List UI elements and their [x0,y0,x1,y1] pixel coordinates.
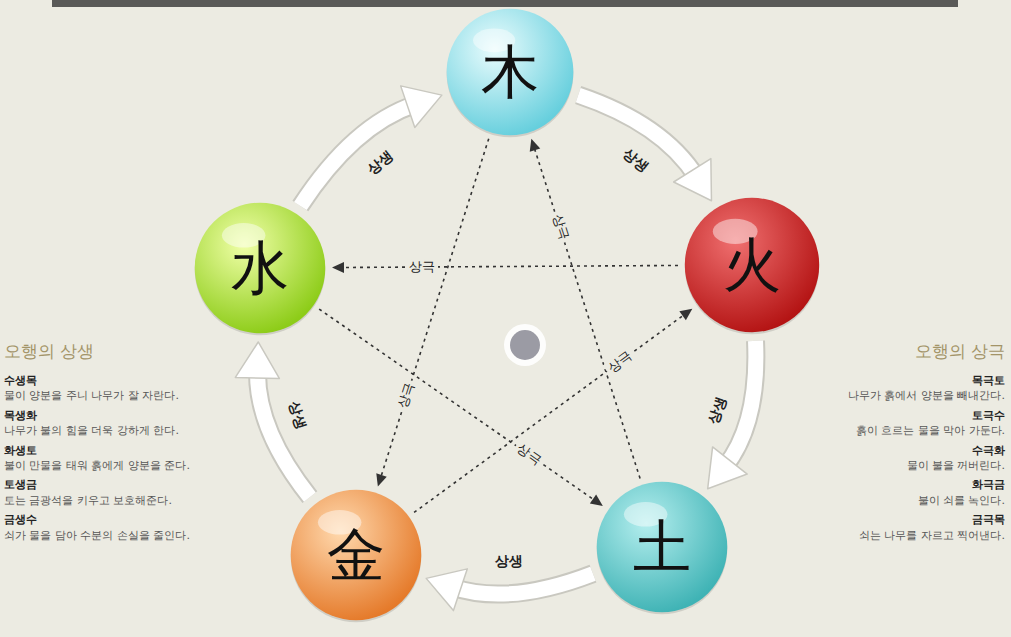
generating-arrow [578,95,711,201]
edge-label: 상생 [285,396,311,433]
controlling-arrow [414,309,692,513]
item-title: 목생화 [4,408,232,423]
top-bar [52,0,958,7]
controlling-arrow [332,262,678,273]
element-circle: 木 [444,6,576,138]
item-title: 화생토 [4,443,232,458]
item-text: 불이 만물을 태워 흙에게 양분을 준다. [4,458,232,473]
element-char: 木 [444,6,576,138]
item-text: 토는 금광석을 키우고 보호해준다. [4,493,232,508]
generating-arrow [426,569,593,611]
element-char: 土 [594,479,730,615]
edge-label: 상생 [618,143,655,177]
text-panel: 오행의 상극목극토나무가 흙에서 양분을 빼내간다. 토극수흙이 흐르는 물을 막… [790,340,1005,547]
edge-label: 상생 [361,145,398,179]
center-dot [510,330,540,360]
item-title: 금생수 [4,512,232,527]
item-text: 나무가 흙에서 양분을 빼내간다. [790,388,1005,403]
edge-label: 상극 [548,209,572,244]
item-title: 목극토 [790,373,1005,388]
text-panel: 오행의 상생수생목물이 양분을 주니 나무가 잘 자란다. 목생화나무가 불의 힘… [4,340,232,547]
item-text: 물이 양분을 주니 나무가 잘 자란다. [4,388,232,403]
edge-label: 상생 [492,552,526,569]
item-text: 불이 쇠를 녹인다. [790,493,1005,508]
edge-label: 상생 [704,391,730,428]
center-ring [504,324,546,366]
element-circle: 水 [192,200,328,336]
element-char: 水 [192,200,328,336]
element-circle: 金 [288,487,424,623]
controlling-arrow [376,139,488,487]
item-title: 토생금 [4,477,232,492]
element-circle: 火 [682,195,822,335]
controlling-arrow [530,139,640,479]
item-text: 흙이 흐르는 물을 막아 가둔다. [790,423,1005,438]
element-char: 金 [288,487,424,623]
item-title: 금극목 [790,512,1005,527]
item-title: 화극금 [790,477,1005,492]
item-text: 쇠는 나무를 자르고 찍어낸다. [790,528,1005,543]
item-text: 나무가 불의 힘을 더욱 강하게 한다. [4,423,232,438]
edge-label: 상극 [603,346,638,377]
item-title: 수극화 [790,443,1005,458]
edge-label: 상극 [395,378,419,413]
edge-label: 상극 [406,259,438,274]
edge-label: 상극 [512,439,547,470]
controlling-arrow [319,309,603,506]
item-title: 수생목 [4,373,232,388]
generating-arrow [300,86,441,206]
item-title: 토극수 [790,408,1005,423]
element-char: 火 [682,195,822,335]
panel-heading: 오행의 상극 [790,340,1005,363]
panel-heading: 오행의 상생 [4,340,232,363]
item-text: 물이 불을 꺼버린다. [790,458,1005,473]
element-circle: 土 [594,479,730,615]
item-text: 쇠가 물을 담아 수분의 손실을 줄인다. [4,528,232,543]
